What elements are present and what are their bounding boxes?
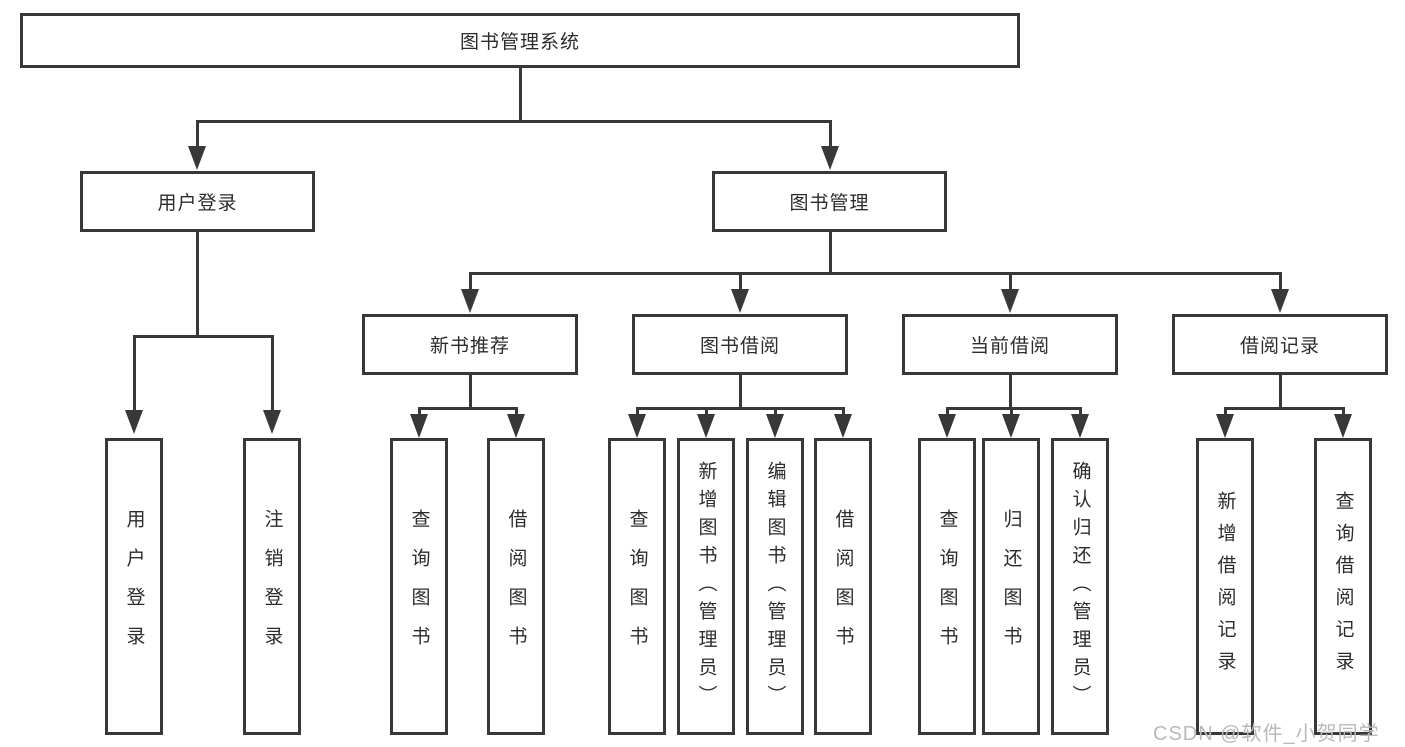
node-label: 图书管理 (789, 193, 870, 214)
connector-records-rail (1224, 407, 1345, 410)
connector-drop-borrowing (739, 272, 742, 289)
arrowhead-down-icon (1071, 414, 1089, 438)
node-borrowing-records: 借阅记录 (1172, 314, 1388, 375)
node-new-book-recommendation: 新书推荐 (362, 314, 578, 375)
leaf-label: 查询图书 (408, 508, 430, 665)
connector-drop-new-book (469, 272, 472, 289)
arrowhead-down-icon (1334, 414, 1352, 438)
connector-drop-bw-add (705, 407, 708, 414)
arrowhead-down-icon (1216, 414, 1234, 438)
connector-book-management-stem (829, 232, 832, 272)
connector-drop-cb-confirm (1079, 407, 1082, 414)
connector-drop-nb-borrow (515, 407, 518, 414)
connector-records-stem (1279, 375, 1282, 407)
connector-drop-rec-add (1224, 407, 1227, 414)
connector-drop-book-management (829, 120, 832, 146)
leaf-query-books-borrowing: 查询图书 (608, 438, 666, 735)
leaf-label: 借阅图书 (832, 508, 854, 665)
node-label: 图书借阅 (699, 336, 780, 357)
arrowhead-down-icon (697, 414, 715, 438)
arrowhead-down-icon (507, 414, 525, 438)
arrowhead-down-icon (188, 146, 206, 170)
connector-new-book-stem (469, 375, 472, 407)
arrowhead-down-icon (938, 414, 956, 438)
arrowhead-down-icon (821, 146, 839, 170)
connector-drop-leaf-logout (271, 335, 274, 410)
leaf-label: 归还图书 (1000, 508, 1022, 665)
connector-current-rail (946, 407, 1082, 410)
leaf-label: 新增图书（管理员） (695, 460, 717, 713)
connector-drop-user-login (196, 120, 199, 146)
connector-drop-bw-edit (774, 407, 777, 414)
connector-drop-nb-query (418, 407, 421, 414)
leaf-query-books-current: 查询图书 (918, 438, 976, 735)
node-book-borrowing: 图书借阅 (632, 314, 848, 375)
leaf-label: 编辑图书（管理员） (764, 460, 786, 713)
leaf-label: 注销登录 (261, 508, 283, 665)
node-label: 当前借阅 (969, 336, 1050, 357)
leaf-label: 查询图书 (936, 508, 958, 665)
node-label: 图书管理系统 (459, 32, 580, 53)
arrowhead-down-icon (1271, 289, 1289, 313)
arrowhead-down-icon (461, 289, 479, 313)
arrowhead-down-icon (834, 414, 852, 438)
connector-drop-current (1009, 272, 1012, 289)
leaf-borrow-books-newbook: 借阅图书 (487, 438, 545, 735)
arrowhead-down-icon (766, 414, 784, 438)
leaf-label: 借阅图书 (505, 508, 527, 665)
leaf-add-books-admin: 新增图书（管理员） (677, 438, 735, 735)
leaf-user-login: 用户登录 (105, 438, 163, 735)
arrowhead-down-icon (1002, 414, 1020, 438)
leaf-label: 新增借阅记录 (1214, 490, 1236, 683)
leaf-borrow-books-borrowing: 借阅图书 (814, 438, 872, 735)
connector-user-login-stem (196, 232, 199, 335)
leaf-query-borrow-record: 查询借阅记录 (1314, 438, 1372, 735)
arrowhead-down-icon (731, 289, 749, 313)
leaf-query-books-newbook: 查询图书 (390, 438, 448, 735)
connector-drop-bw-borrow (842, 407, 845, 414)
node-current-borrowing: 当前借阅 (902, 314, 1118, 375)
node-book-management: 图书管理 (712, 171, 947, 232)
connector-drop-bw-query (636, 407, 639, 414)
leaf-edit-books-admin: 编辑图书（管理员） (746, 438, 804, 735)
csdn-watermark: CSDN @软件_小贺同学 (1153, 723, 1380, 745)
leaf-add-borrow-record: 新增借阅记录 (1196, 438, 1254, 735)
connector-drop-cb-return (1010, 407, 1013, 414)
node-book-management-system: 图书管理系统 (20, 13, 1020, 68)
arrowhead-down-icon (263, 410, 281, 434)
leaf-label: 用户登录 (123, 508, 145, 665)
connector-borrowing-rail (636, 407, 845, 410)
leaf-label: 查询图书 (626, 508, 648, 665)
arrowhead-down-icon (1001, 289, 1019, 313)
connector-drop-rec-query (1342, 407, 1345, 414)
arrowhead-down-icon (628, 414, 646, 438)
node-label: 用户登录 (157, 193, 238, 214)
connector-root-stem (519, 68, 522, 120)
connector-drop-cb-query (946, 407, 949, 414)
connector-borrowing-stem (739, 375, 742, 407)
connector-drop-leaf-user-login (133, 335, 136, 410)
leaf-return-books: 归还图书 (982, 438, 1040, 735)
leaf-logout: 注销登录 (243, 438, 301, 735)
connector-user-login-rail (133, 335, 274, 338)
node-user-login: 用户登录 (80, 171, 315, 232)
connector-book-management-rail (469, 272, 1281, 275)
arrowhead-down-icon (410, 414, 428, 438)
arrowhead-down-icon (125, 410, 143, 434)
connector-new-book-rail (418, 407, 518, 410)
leaf-confirm-return-admin: 确认归还（管理员） (1051, 438, 1109, 735)
connector-root-rail (196, 120, 831, 123)
node-label: 新书推荐 (429, 336, 510, 357)
connector-drop-records (1279, 272, 1282, 289)
node-label: 借阅记录 (1239, 336, 1320, 357)
leaf-label: 查询借阅记录 (1332, 490, 1354, 683)
leaf-label: 确认归还（管理员） (1069, 460, 1091, 713)
connector-current-stem (1009, 375, 1012, 407)
